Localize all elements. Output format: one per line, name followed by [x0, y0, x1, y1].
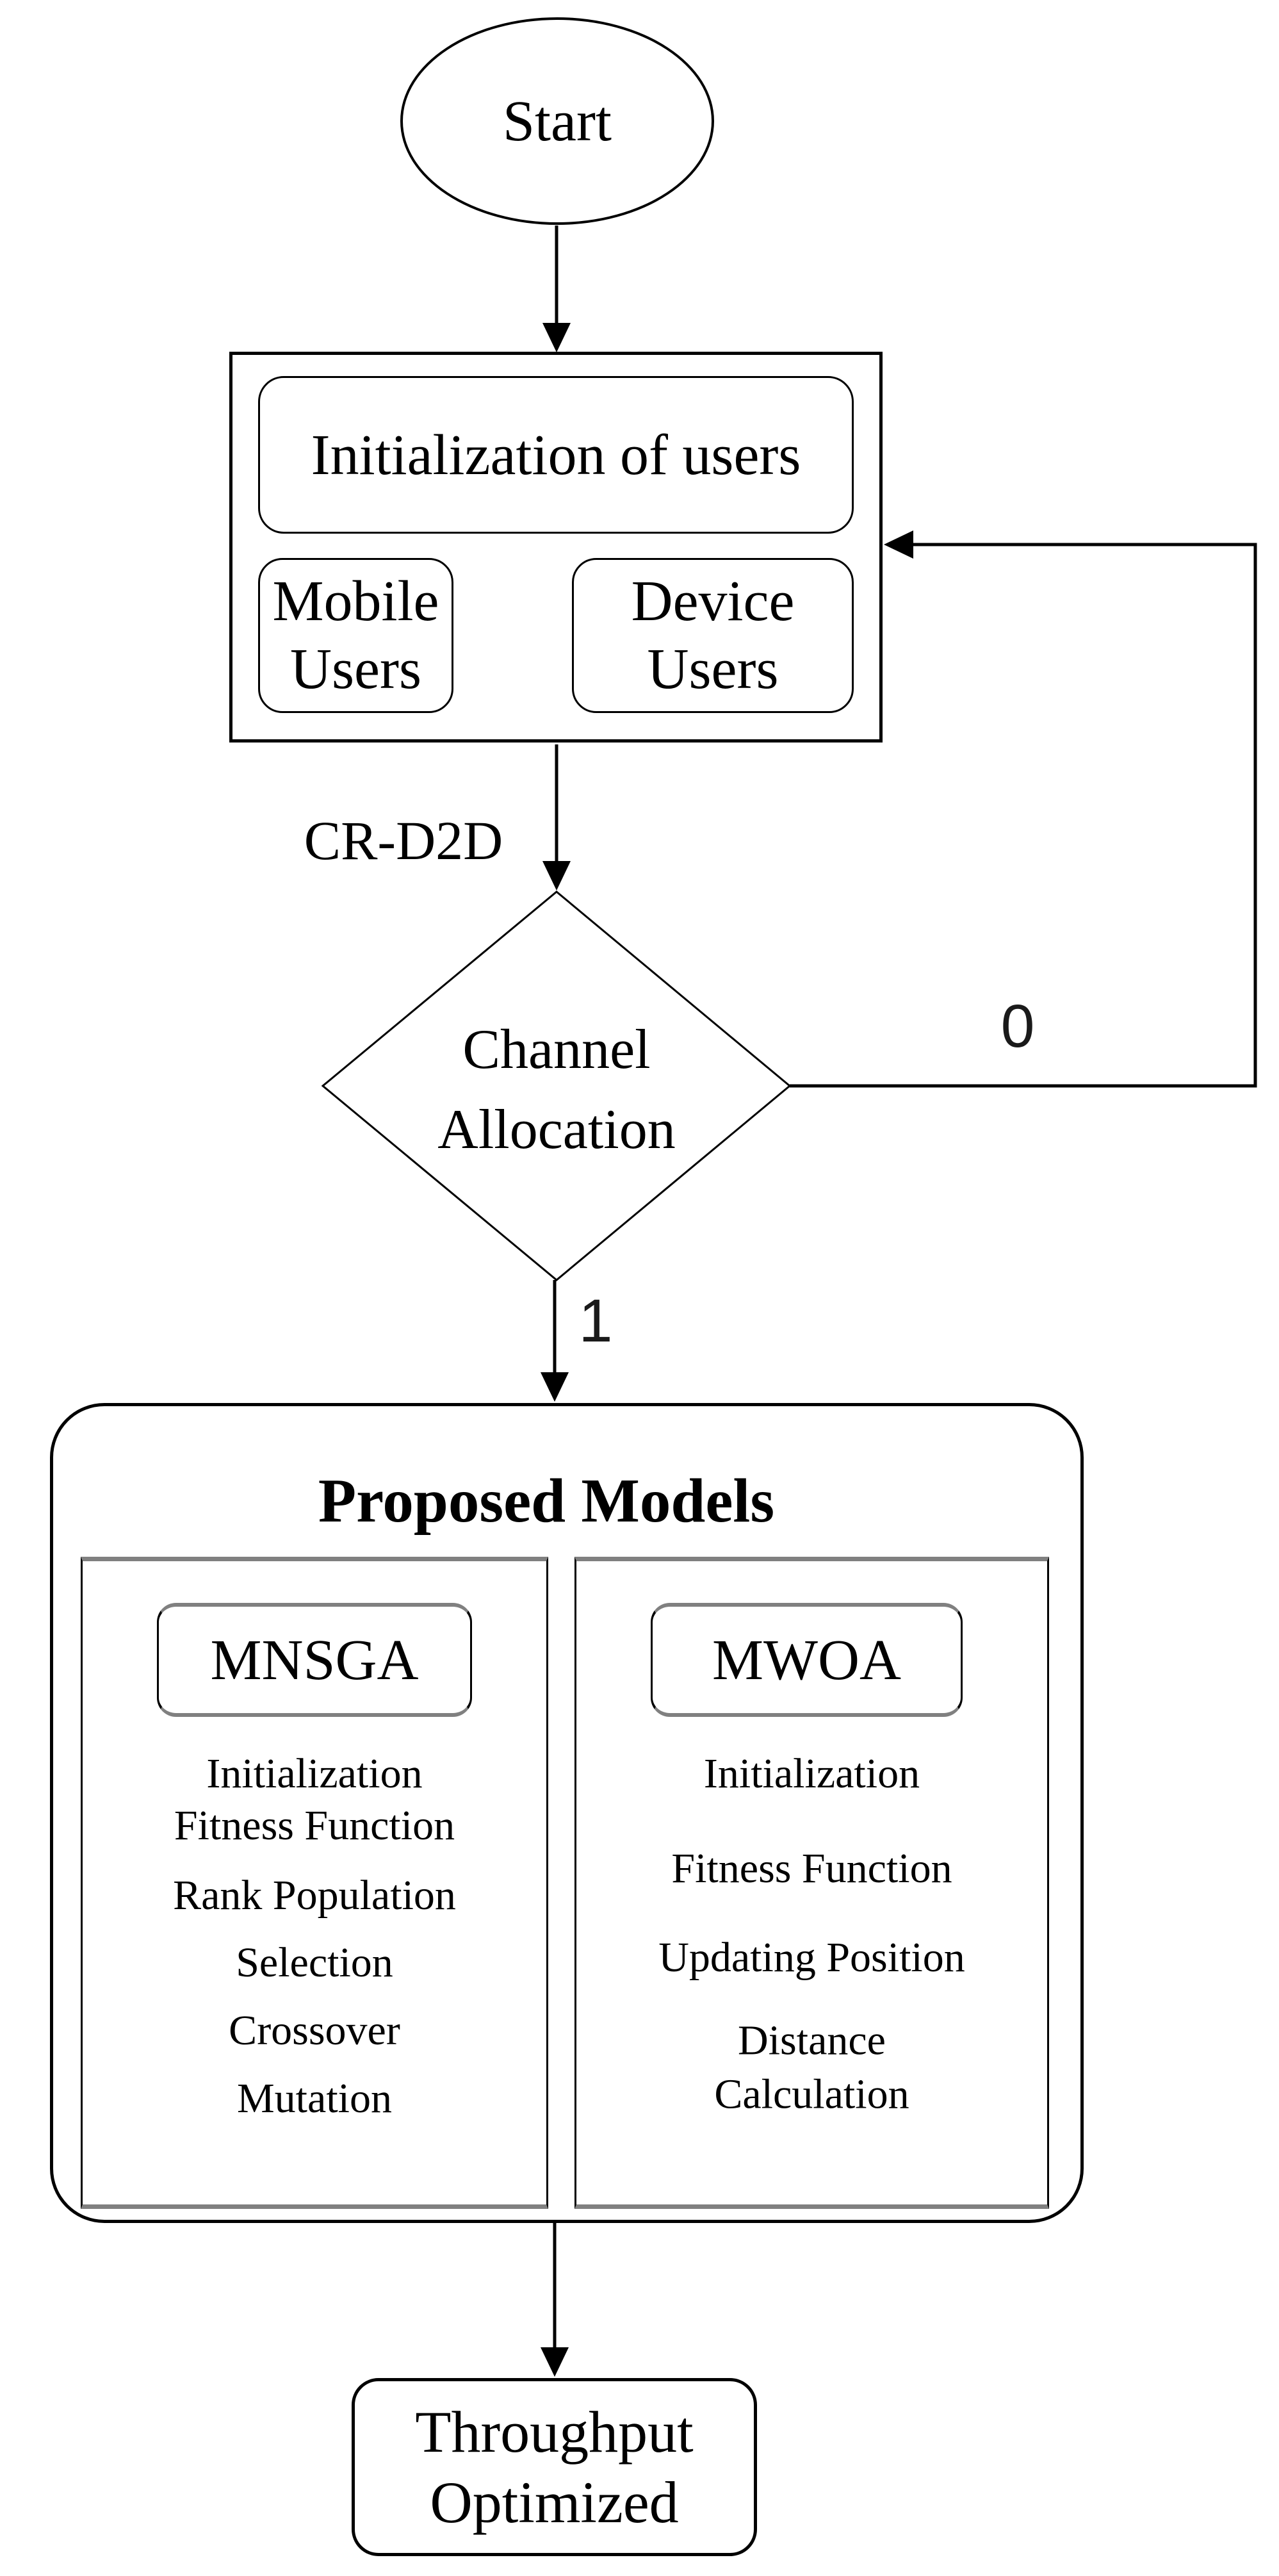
mnsga-panel: MNSGA Initialization Fitness Function Ra…: [81, 1557, 548, 2209]
mnsga-step-mutation: Mutation: [237, 2074, 392, 2122]
mnsga-badge: MNSGA: [157, 1603, 472, 1717]
branch-label-zero: 0: [1000, 992, 1035, 1060]
mwoa-step-distance-calculation: Distance Calculation: [576, 2014, 1047, 2122]
proposed-models-title: Proposed Models: [318, 1466, 775, 1535]
mwoa-panel: MWOA Initialization Fitness Function Upd…: [574, 1557, 1049, 2209]
edge-label-cr-d2d: CR-D2D: [304, 810, 503, 871]
mnsga-step-initialization: Initialization: [206, 1750, 423, 1797]
arrowhead-down-icon: [542, 323, 571, 352]
edge-feedback-loop: [790, 543, 1257, 1088]
mwoa-step-fitness-function: Fitness Function: [671, 1844, 952, 1892]
start-node: Start: [400, 17, 714, 225]
proposed-models-group: Proposed Models MNSGA Initialization Fit…: [50, 1403, 1084, 2223]
throughput-optimized-label: Throughput Optimized: [415, 2399, 694, 2535]
arrowhead-down-icon: [542, 861, 571, 890]
decision-node-label: Channel Allocation: [437, 1019, 676, 1161]
mwoa-step-initialization: Initialization: [703, 1750, 920, 1797]
arrowhead-down-icon: [541, 1372, 569, 1402]
mobile-users-label: Mobile Users: [272, 569, 439, 701]
mnsga-step-selection: Selection: [236, 1939, 393, 1986]
initialization-of-users-node: Initialization of users: [258, 376, 854, 534]
throughput-optimized-node: Throughput Optimized: [352, 2378, 757, 2556]
mwoa-badge: MWOA: [651, 1603, 963, 1717]
mobile-users-node: Mobile Users: [258, 558, 453, 713]
device-users-label: Device Users: [631, 569, 795, 701]
mwoa-step-distance-calculation-text: Distance Calculation: [714, 2017, 909, 2118]
start-label: Start: [503, 89, 612, 153]
decision-diamond: [321, 890, 792, 1281]
mnsga-label: MNSGA: [210, 1628, 419, 1692]
mwoa-label: MWOA: [712, 1628, 901, 1692]
branch-label-one: 1: [578, 1287, 613, 1355]
arrowhead-left-icon: [884, 530, 913, 559]
device-users-node: Device Users: [572, 558, 854, 713]
mnsga-step-rank-population: Rank Population: [173, 1871, 456, 1919]
mnsga-step-crossover: Crossover: [229, 2006, 400, 2054]
mnsga-step-fitness-function: Fitness Function: [174, 1801, 455, 1849]
arrowhead-down-icon: [541, 2347, 569, 2377]
mwoa-step-updating-position: Updating Position: [658, 1933, 965, 1981]
initialization-of-users-label: Initialization of users: [311, 423, 801, 487]
